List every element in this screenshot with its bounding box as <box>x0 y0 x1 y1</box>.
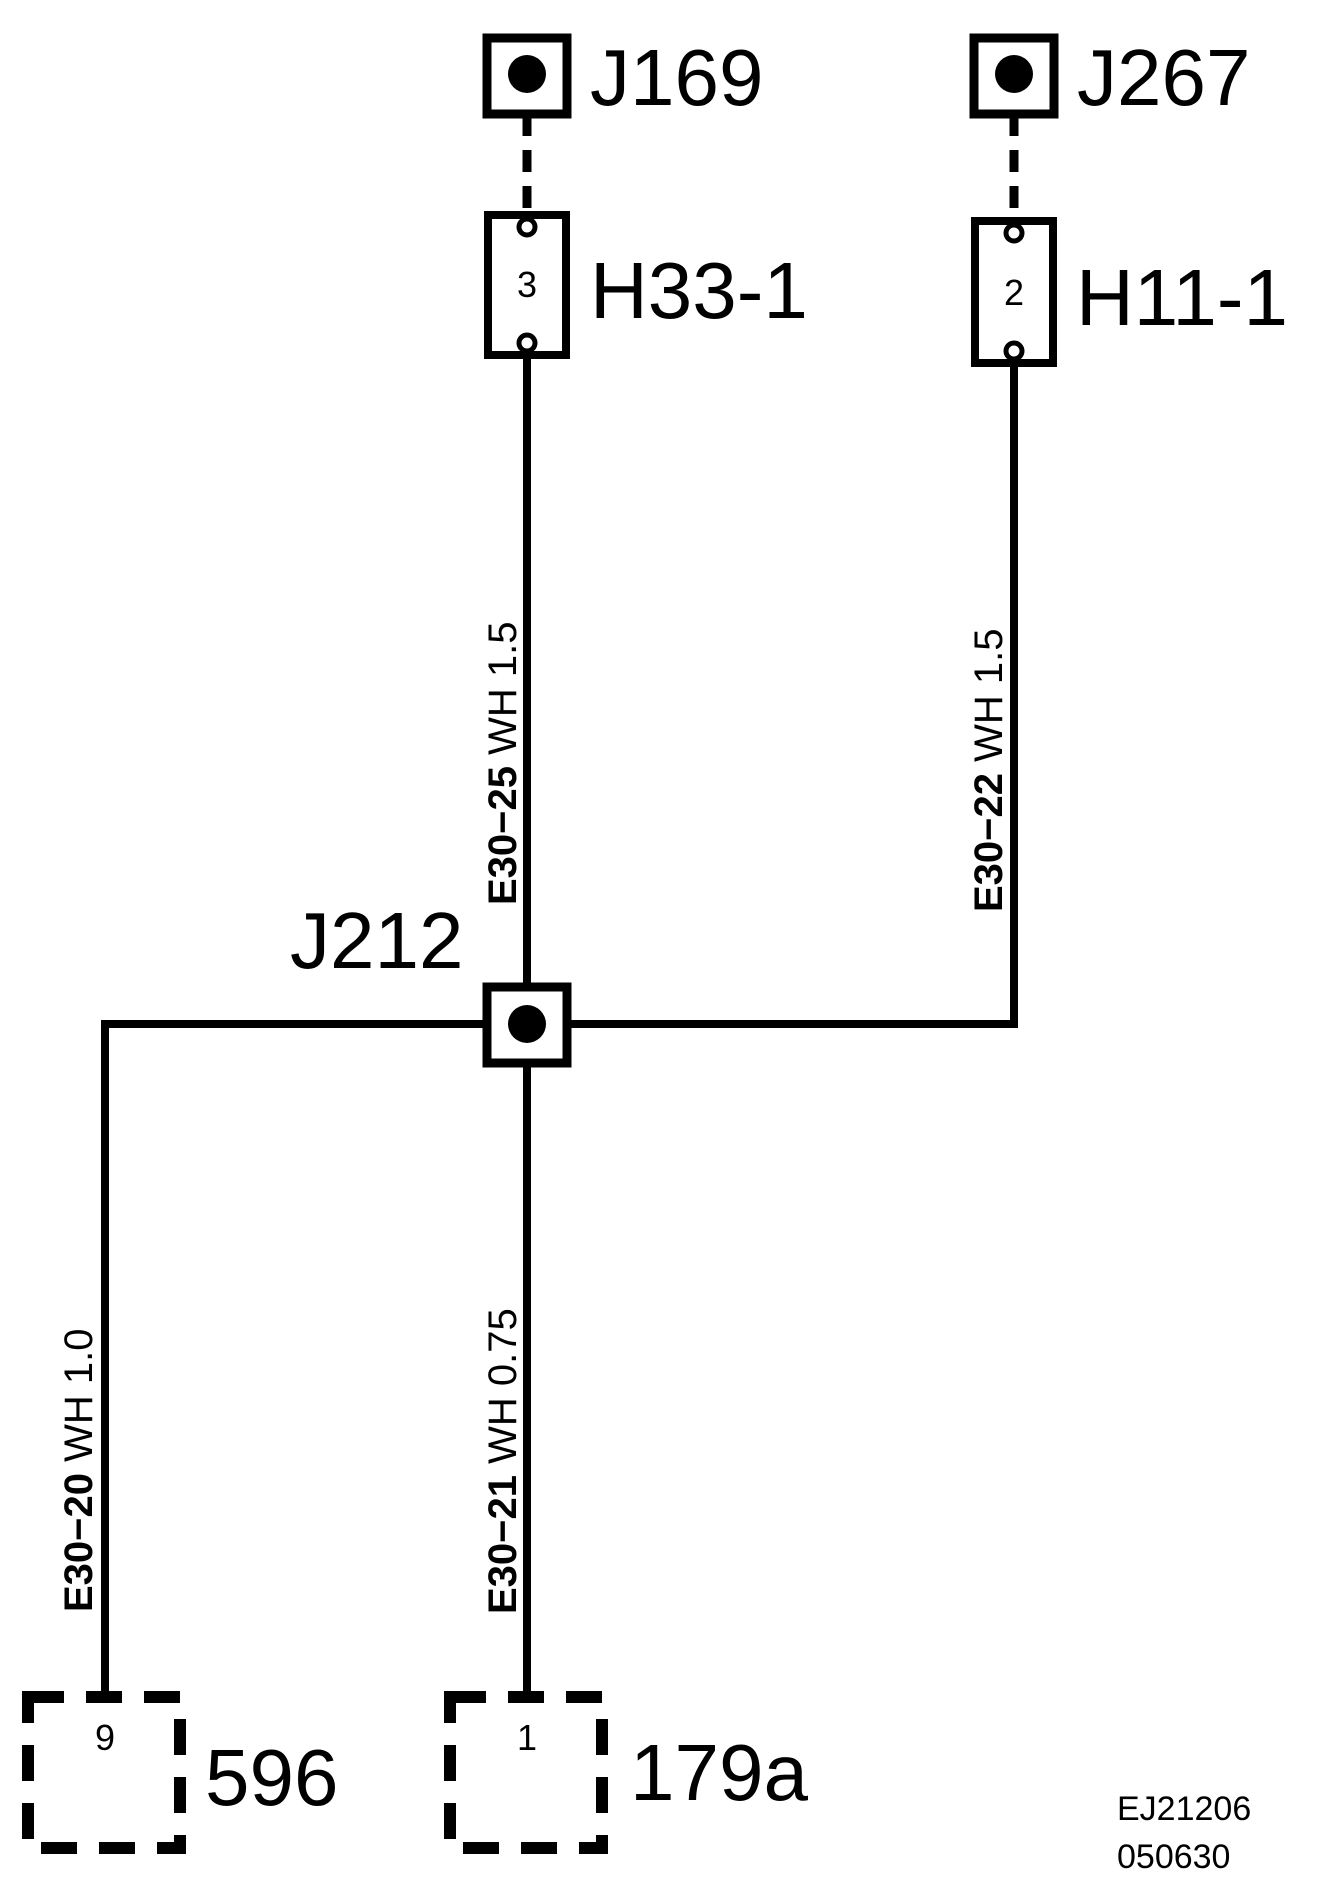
connector-596 <box>22 1691 186 1854</box>
splice-j267 <box>969 33 1059 119</box>
wire-e30-20-spec: WH 1.0 <box>57 1328 101 1472</box>
splice-j267-label: J267 <box>1077 33 1250 122</box>
wire-e30-22 <box>527 359 1018 1028</box>
wire-e30-20-id: E30−20 <box>57 1473 101 1612</box>
wire-e30-21-label: E30−21 WH 0.75 <box>481 1308 525 1614</box>
drawing-code-line1: EJ21206 <box>1117 1790 1251 1828</box>
connector-h11-1 <box>971 217 1057 367</box>
connector-h11-1-label: H11-1 <box>1076 253 1288 342</box>
connector-h33-1-label: H33-1 <box>590 246 808 335</box>
splice-j212-label: J212 <box>290 896 463 985</box>
splice-j169-label: J169 <box>590 33 763 122</box>
wire-e30-22-id: E30−22 <box>967 773 1011 912</box>
connector-h33-1-pin: 3 <box>517 264 537 305</box>
wire-e30-21-spec: WH 0.75 <box>481 1308 525 1475</box>
drawing-code-line2: 050630 <box>1117 1838 1230 1876</box>
wire-e30-20 <box>101 1020 527 1700</box>
connector-179a-pin: 1 <box>517 1717 537 1758</box>
splice-j212 <box>482 982 572 1068</box>
connector-179a <box>444 1691 608 1854</box>
wire-e30-20-label: E30−20 WH 1.0 <box>57 1328 101 1612</box>
wire-e30-21-id: E30−21 <box>481 1475 525 1614</box>
connector-h11-1-pin: 2 <box>1004 272 1024 313</box>
wire-e30-22-label: E30−22 WH 1.5 <box>967 628 1011 912</box>
connector-179a-label: 179a <box>630 1728 808 1817</box>
connector-h33-1 <box>484 211 570 359</box>
wire-e30-25-spec: WH 1.5 <box>481 621 525 765</box>
splice-j169 <box>482 33 572 119</box>
wire-e30-25-id: E30−25 <box>481 766 525 905</box>
wire-e30-22-spec: WH 1.5 <box>967 628 1011 772</box>
wire-e30-25-label: E30−25 WH 1.5 <box>481 621 525 905</box>
connector-596-label: 596 <box>205 1733 338 1822</box>
connector-596-pin: 9 <box>95 1717 115 1758</box>
